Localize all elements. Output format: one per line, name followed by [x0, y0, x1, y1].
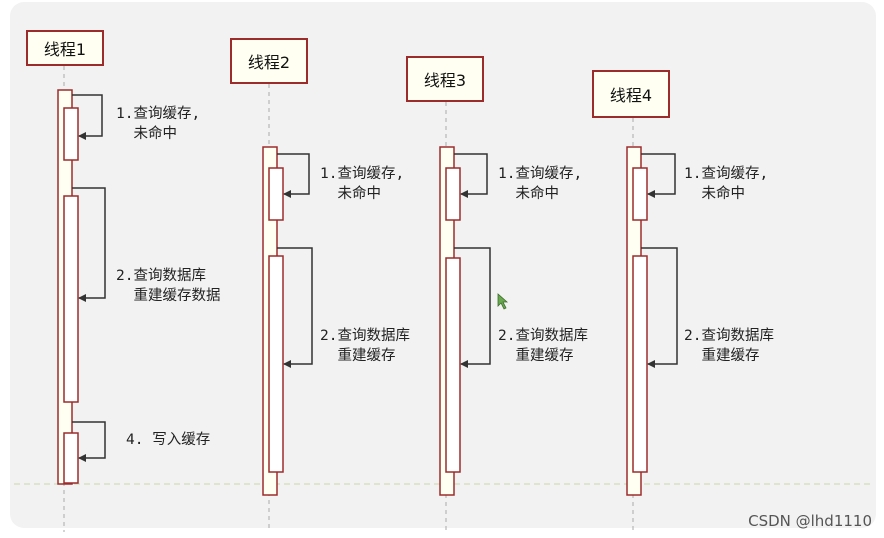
watermark-text: CSDN @lhd1110 — [748, 512, 872, 530]
self-call-arrow-2-thread-4 — [641, 247, 678, 368]
thread-3-header: 线程3 — [406, 56, 484, 102]
step-label-1-thread-1: 1.查询缓存, 未命中 — [116, 106, 201, 142]
mouse-cursor-icon — [497, 293, 509, 310]
activation-step-1-thread-3 — [445, 167, 461, 221]
thread-4-header: 线程4 — [592, 70, 670, 118]
step-label-3-thread-1: 4. 写入缓存 — [126, 432, 211, 448]
self-call-arrow-1-thread-1 — [72, 94, 103, 140]
activation-step-3-thread-1 — [63, 432, 79, 484]
step-label-1-thread-2: 1.查询缓存, 未命中 — [320, 166, 405, 202]
self-call-arrow-2-thread-2 — [277, 247, 313, 368]
self-call-arrow-2-thread-3 — [454, 247, 491, 368]
activation-step-1-thread-1 — [63, 107, 79, 161]
step-label-2-thread-4: 2.查询数据库 重建缓存 — [684, 328, 774, 364]
self-call-arrow-1-thread-3 — [454, 153, 488, 198]
self-call-arrow-1-thread-4 — [641, 153, 676, 198]
step-label-2-thread-3: 2.查询数据库 重建缓存 — [498, 328, 588, 364]
activation-step-1-thread-2 — [268, 167, 284, 221]
thread-2-header: 线程2 — [230, 38, 308, 84]
self-call-arrow-3-thread-1 — [72, 421, 106, 462]
activation-step-2-thread-1 — [63, 195, 79, 403]
activation-step-1-thread-4 — [632, 167, 648, 221]
self-call-arrow-1-thread-2 — [277, 153, 310, 198]
step-label-2-thread-2: 2.查询数据库 重建缓存 — [320, 328, 410, 364]
activation-step-2-thread-4 — [632, 255, 648, 473]
step-label-2-thread-1: 2.查询数据库 重建缓存数据 — [116, 268, 221, 304]
activation-step-2-thread-3 — [445, 257, 461, 473]
step-label-1-thread-3: 1.查询缓存, 未命中 — [498, 166, 583, 202]
self-call-arrow-2-thread-1 — [72, 187, 106, 302]
activation-step-2-thread-2 — [268, 255, 284, 473]
thread-1-header: 线程1 — [26, 30, 104, 66]
step-label-1-thread-4: 1.查询缓存, 未命中 — [684, 166, 769, 202]
